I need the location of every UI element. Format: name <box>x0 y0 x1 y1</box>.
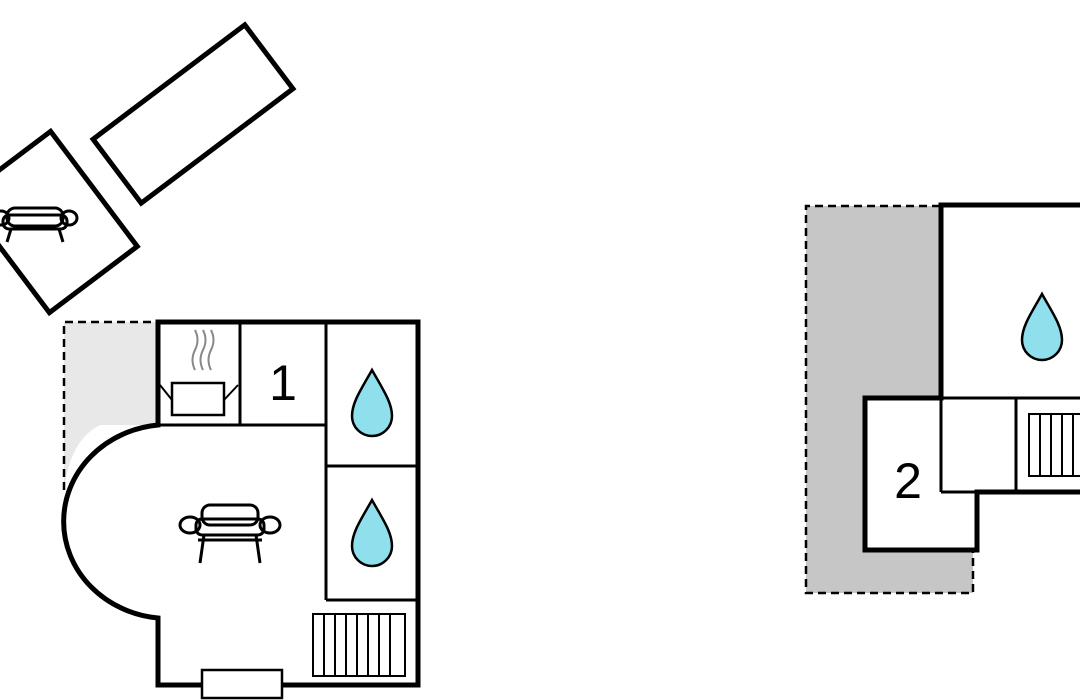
stairs-icon <box>1028 413 1080 477</box>
sofa-icon <box>0 206 79 243</box>
floor-number-2: 2 <box>894 453 922 509</box>
terrace-outline-2 <box>804 204 975 595</box>
terrace-area-2 <box>806 206 973 593</box>
floor-2-plan: 2 <box>804 202 1080 595</box>
water-drop-icon <box>350 497 394 568</box>
floor-1-outer-wall <box>61 319 421 688</box>
water-drop-icon <box>350 367 394 438</box>
floor-2-outer-wall <box>862 202 1080 553</box>
sofa-icon <box>178 503 282 564</box>
outdoor-deck-small <box>0 127 141 317</box>
outdoor-terrace <box>0 21 297 317</box>
floor-number-1: 1 <box>269 355 297 411</box>
terrace-outline <box>62 320 158 490</box>
sauna-icon <box>159 329 239 417</box>
water-drop-icon <box>1020 291 1064 362</box>
stairs-icon <box>312 613 406 677</box>
floor-1-plan: 1 <box>61 319 421 700</box>
entrance-step <box>200 668 284 700</box>
outdoor-deck-large <box>89 21 297 207</box>
terrace-area <box>64 322 158 490</box>
